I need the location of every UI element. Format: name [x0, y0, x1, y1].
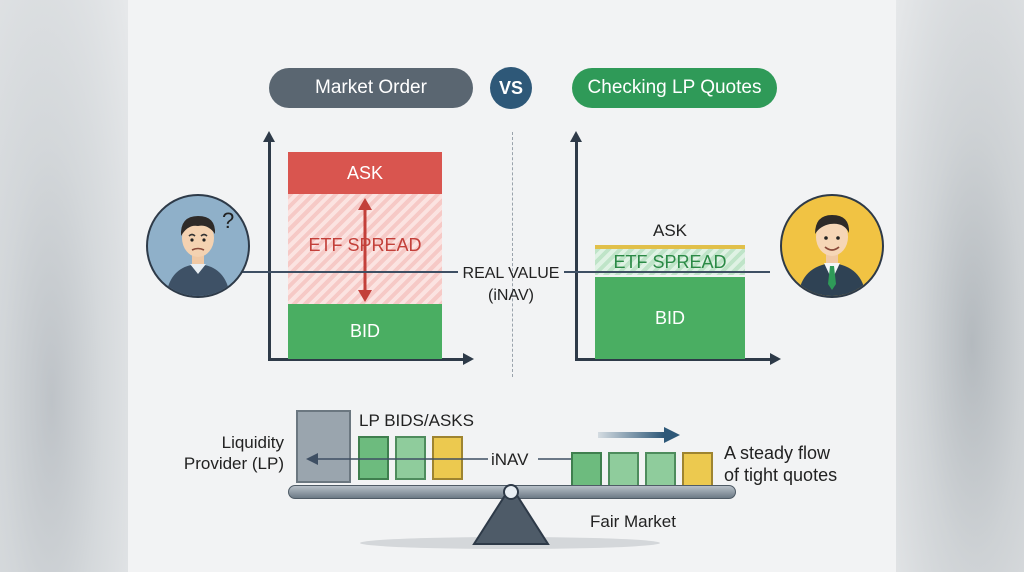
- svg-text:?: ?: [222, 208, 234, 233]
- left-x-axis: [268, 358, 464, 361]
- left-ask-label: ASK: [346, 162, 384, 183]
- lp-bids-asks-label: LP BIDS/ASKS: [359, 411, 474, 430]
- market-order-pill: Market Order: [269, 68, 473, 108]
- seesaw-fulcrum-icon: [472, 484, 550, 545]
- lp-quote-square: [358, 436, 389, 480]
- real-value-label: REAL VALUE (iNAV): [455, 263, 567, 307]
- vs-label: VS: [498, 77, 523, 98]
- inav-arrow-icon: [306, 453, 578, 465]
- real-value-line1: REAL VALUE: [462, 265, 560, 282]
- right-spread-label: ETF SPREAD: [613, 251, 727, 272]
- right-x-axis-arrow: [770, 353, 781, 365]
- inav-label: iNAV: [491, 450, 529, 469]
- liquidity-provider-label: Liquidity Provider (LP): [160, 432, 284, 474]
- market-order-label: Market Order: [315, 77, 427, 98]
- right-ask-label: ASK: [652, 221, 688, 240]
- liquidity-provider-line1: Liquidity: [221, 433, 284, 452]
- confident-businessman-icon: [780, 194, 884, 298]
- steady-flow-line2: of tight quotes: [724, 465, 838, 485]
- left-y-axis-arrow: [263, 131, 275, 142]
- right-bid-label: BID: [654, 307, 685, 328]
- liquidity-provider-line2: Provider (LP): [183, 454, 284, 473]
- checking-lp-quotes-label: Checking LP Quotes: [587, 77, 762, 98]
- lp-block: [296, 410, 351, 483]
- flow-arrow-icon: [598, 427, 680, 443]
- real-value-line-right: [564, 271, 770, 273]
- right-bid-box: BID: [595, 277, 745, 359]
- left-ask-box: ASK: [288, 152, 442, 194]
- steady-flow-label: A steady flow of tight quotes: [724, 442, 837, 486]
- left-bid-label: BID: [349, 321, 380, 341]
- right-ask-bar: [595, 245, 745, 250]
- vs-badge: VS: [490, 67, 532, 109]
- lp-quote-square: [395, 436, 426, 480]
- background-blur-left: [0, 0, 130, 572]
- left-x-axis-arrow: [463, 353, 474, 365]
- left-y-axis: [268, 140, 271, 360]
- right-y-axis-arrow: [570, 131, 582, 142]
- real-value-line2: (iNAV): [488, 287, 534, 304]
- lp-quote-square: [432, 436, 463, 480]
- spread-double-arrow-icon: [358, 198, 372, 302]
- right-x-axis: [575, 358, 771, 361]
- center-divider: [512, 132, 513, 377]
- real-value-line-left: [240, 271, 458, 273]
- right-spread-box: ETF SPREAD: [595, 249, 745, 275]
- confused-person-icon: ?: [146, 194, 250, 298]
- steady-flow-line1: A steady flow: [724, 443, 831, 463]
- left-bid-box: BID: [288, 304, 442, 359]
- checking-lp-quotes-pill: Checking LP Quotes: [572, 68, 777, 108]
- fair-market-label: Fair Market: [590, 512, 676, 531]
- right-y-axis: [575, 140, 578, 360]
- background-blur-right: [894, 0, 1024, 572]
